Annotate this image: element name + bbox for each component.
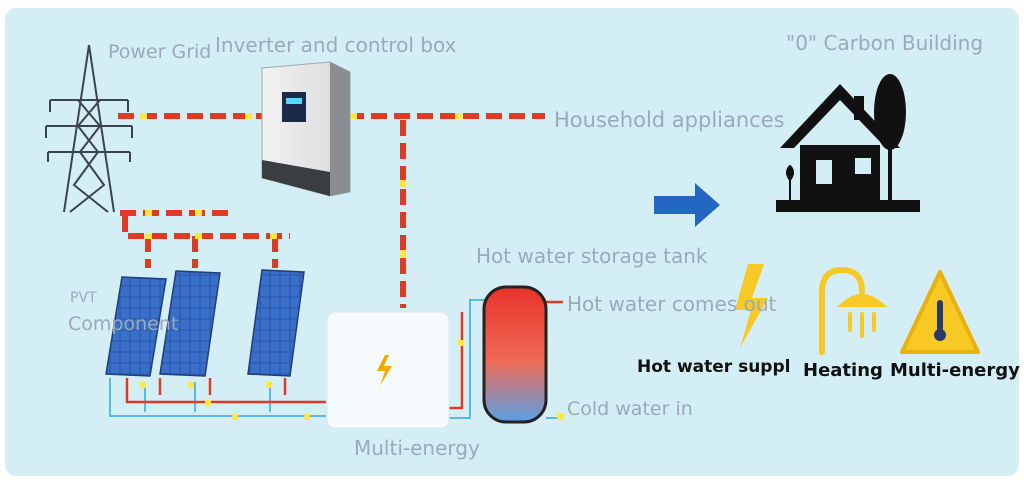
label-hot-water-out: Hot water comes out — [567, 292, 777, 316]
label-household-appliances: Household appliances — [554, 108, 785, 132]
power-tower-icon — [45, 44, 133, 213]
inverter-icon — [261, 61, 351, 197]
house-icon — [776, 74, 920, 212]
label-inverter: Inverter and control box — [215, 33, 457, 57]
label-pvt: PVT — [70, 290, 97, 306]
shower-icon — [819, 266, 888, 355]
label-carbon-building: "0" Carbon Building — [786, 31, 984, 55]
label-component: Component — [68, 313, 179, 335]
multi-energy-unit-icon — [326, 311, 450, 429]
label-heating: Heating — [803, 360, 883, 381]
warning-thermometer-icon — [900, 270, 980, 354]
blue-pipes — [109, 299, 562, 419]
label-hot-water-storage-tank: Hot water storage tank — [476, 244, 708, 268]
label-power-grid: Power Grid — [108, 41, 212, 63]
arrow-right-icon — [654, 183, 720, 227]
solar-panel-icon — [105, 269, 305, 377]
label-multi-energy-unit: Multi-energy — [354, 436, 480, 460]
label-multi-energy-icon: Multi-energy — [890, 360, 1020, 381]
label-hot-water-supply: Hot water suppl — [637, 357, 791, 377]
dash-accents — [140, 113, 564, 420]
lightning-icon — [735, 264, 768, 348]
label-cold-water-in: Cold water in — [567, 398, 693, 420]
water-tank-icon — [482, 285, 548, 424]
